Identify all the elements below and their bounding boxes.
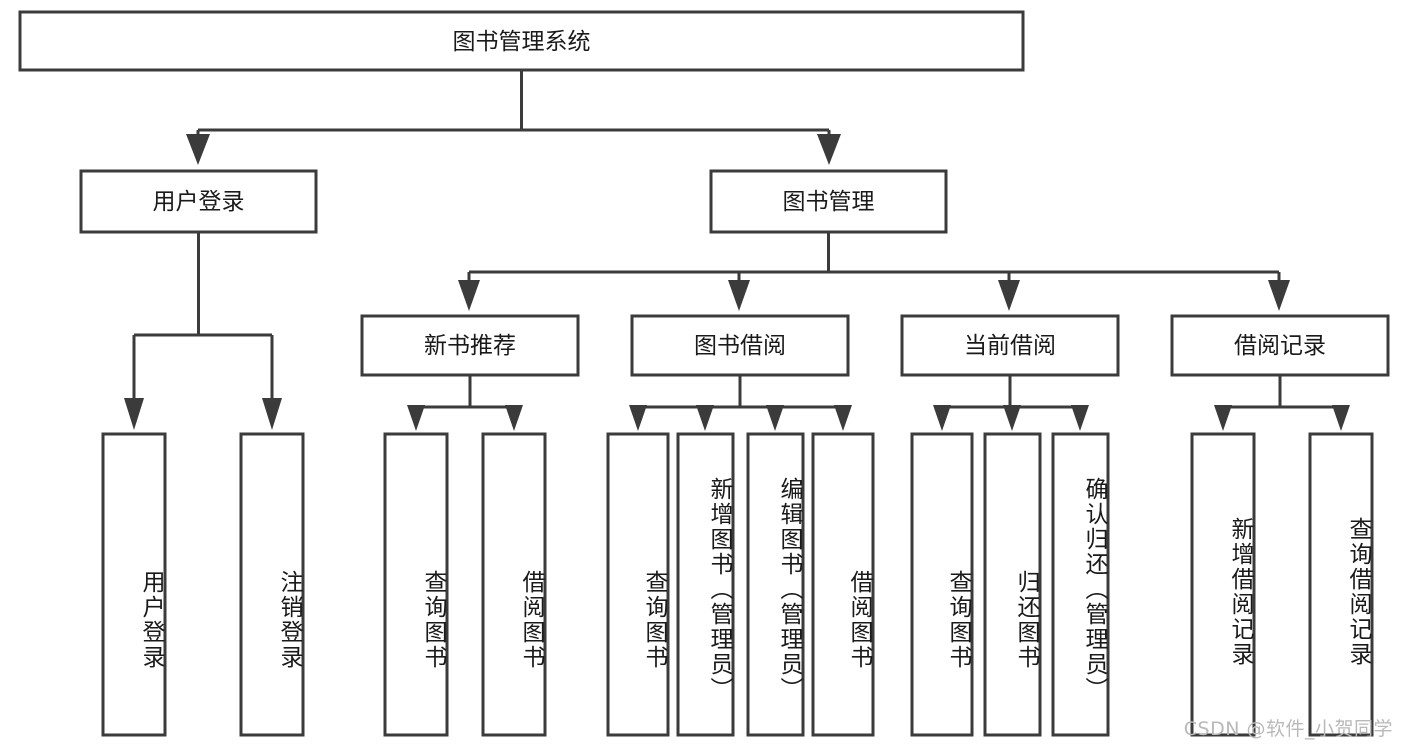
- node-borrow-record-label: 借阅记录: [1234, 333, 1326, 359]
- connector-current-borrow-to-leaves: [933, 375, 1089, 431]
- arrow-head-icon: [124, 398, 144, 430]
- leaf-box-borrow-edit-book[interactable]: [746, 432, 805, 737]
- node-root-label: 图书管理系统: [453, 29, 591, 55]
- leaf-box-user-login[interactable]: [101, 432, 167, 737]
- connector-new-book-rec-to-leaves: [407, 375, 523, 431]
- node-new-book-rec[interactable]: 新书推荐: [360, 314, 580, 377]
- leaf-box-user-logout[interactable]: [239, 432, 305, 737]
- node-current-borrow[interactable]: 当前借阅: [900, 314, 1120, 377]
- arrow-head-icon: [817, 134, 841, 165]
- node-book-borrow-label: 图书借阅: [694, 333, 786, 359]
- arrow-head-icon: [696, 405, 714, 431]
- connector-book-borrow-to-leaves: [629, 375, 852, 431]
- node-current-borrow-box: [900, 314, 1120, 377]
- leaf-box-rec-borrow-book[interactable]: [481, 432, 547, 737]
- leaf-box-borrow-borrow-book[interactable]: [811, 432, 875, 737]
- arrow-head-icon: [1214, 405, 1232, 431]
- node-root-box: [18, 10, 1025, 72]
- arrow-head-icon: [766, 405, 784, 431]
- node-user-login-label: 用户登录: [153, 189, 245, 215]
- arrow-head-icon: [728, 280, 750, 311]
- arrow-head-icon: [1332, 405, 1350, 431]
- leaf-box-record-query[interactable]: [1308, 432, 1374, 737]
- arrow-head-icon: [834, 405, 852, 431]
- leaf-box-current-return-book[interactable]: [983, 432, 1042, 737]
- leaf-box-record-add[interactable]: [1190, 432, 1256, 737]
- node-user-login[interactable]: 用户登录: [79, 169, 318, 234]
- arrow-head-icon: [458, 280, 480, 311]
- node-book-borrow-box: [630, 314, 850, 377]
- node-current-borrow-label: 当前借阅: [964, 333, 1056, 359]
- arrow-head-icon: [629, 405, 647, 431]
- arrow-head-icon: [505, 405, 523, 431]
- leaf-box-borrow-query-book[interactable]: [606, 432, 670, 737]
- arrow-head-icon: [933, 405, 951, 431]
- arrow-head-icon: [1268, 280, 1290, 311]
- connector-borrow-record-to-leaves: [1214, 375, 1350, 431]
- node-new-book-rec-box: [360, 314, 580, 377]
- node-root[interactable]: 图书管理系统: [18, 10, 1025, 72]
- arrow-head-icon: [1071, 405, 1089, 431]
- node-book-manage-label: 图书管理: [783, 189, 875, 215]
- node-book-manage[interactable]: 图书管理: [709, 169, 948, 234]
- leaf-box-borrow-add-book[interactable]: [676, 432, 735, 737]
- connector-book-manage-to-level3: [458, 232, 1290, 311]
- connector-user-login-to-leaves: [124, 232, 282, 430]
- leaf-box-rec-query-book[interactable]: [383, 432, 449, 737]
- arrow-head-icon: [262, 398, 282, 430]
- arrow-head-icon: [998, 280, 1020, 311]
- arrow-head-icon: [1003, 405, 1021, 431]
- arrow-head-icon: [186, 134, 210, 165]
- leaf-box-current-query-book[interactable]: [910, 432, 974, 737]
- connector-root-to-level2: [186, 70, 841, 165]
- node-book-manage-box: [709, 169, 948, 234]
- node-borrow-record-box: [1170, 314, 1390, 377]
- node-borrow-record[interactable]: 借阅记录: [1170, 314, 1390, 377]
- arrow-head-icon: [407, 405, 425, 431]
- node-new-book-rec-label: 新书推荐: [424, 333, 516, 359]
- watermark-text: CSDN @软件_小贺同学: [1183, 718, 1393, 740]
- leaf-box-current-confirm-return[interactable]: [1051, 432, 1110, 737]
- node-book-borrow[interactable]: 图书借阅: [630, 314, 850, 377]
